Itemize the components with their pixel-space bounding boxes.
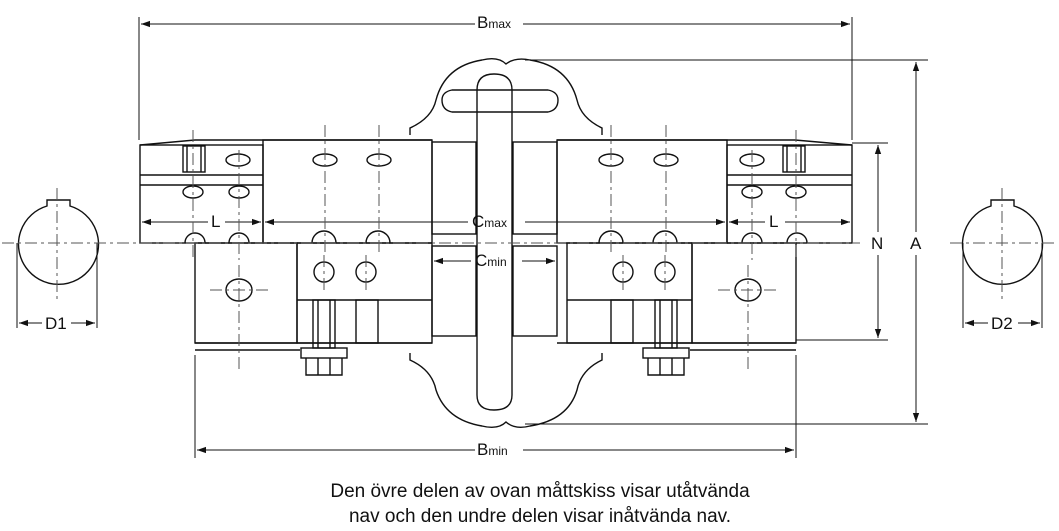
label-a: A (910, 234, 922, 253)
extension-lines (16, 17, 1043, 458)
dimension-lines (19, 20, 1040, 454)
label-b-min: Bmin (477, 440, 508, 459)
label-c-max: Cmax (472, 212, 507, 231)
caption-line-1: Den övre delen av ovan måttskiss visar u… (330, 481, 750, 502)
center-element (409, 57, 603, 429)
shaft-bore-d2 (961, 199, 1044, 286)
inward-hub-right (557, 242, 797, 376)
shaft-bore-d1 (17, 199, 100, 286)
caption: Den övre delen av ovan måttskiss visar u… (260, 479, 820, 529)
centerlines (2, 125, 1057, 370)
label-c-min: Cmin (475, 251, 507, 270)
label-b-max: Bmax (477, 13, 511, 32)
outward-hub-right (556, 139, 853, 244)
label-d2: D2 (991, 314, 1013, 333)
label-l-right: L (769, 212, 778, 231)
label-l-left: L (211, 212, 220, 231)
caption-line-2: nav och den undre delen visar inåtvända … (348, 506, 732, 527)
inward-hub-left (194, 242, 433, 376)
outward-hub-left (139, 139, 433, 244)
label-d1: D1 (45, 314, 67, 333)
label-n: N (871, 234, 883, 253)
